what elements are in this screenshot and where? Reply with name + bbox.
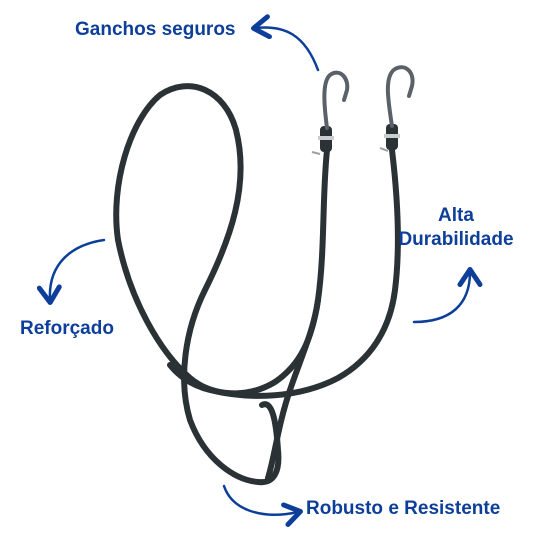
hooks-label: Ganchos seguros (75, 18, 236, 42)
arrow-to-durability (412, 267, 483, 324)
durability-label: Alta Durabilidade (386, 204, 526, 252)
reinforced-label-text: Reforçado (20, 318, 114, 339)
cord-strand-left (113, 83, 330, 486)
cord-strand-right (167, 147, 401, 399)
durability-label-line1: Alta (438, 205, 474, 226)
robust-label-text: Robusto e Resistente (306, 498, 501, 519)
right-hook (385, 65, 415, 128)
cord-strand-cross (265, 297, 321, 481)
elastic-cord (113, 83, 401, 486)
hooks-label-text: Ganchos seguros (75, 19, 236, 40)
durability-label-line2: Durabilidade (398, 228, 514, 250)
cord-clasps (311, 124, 400, 155)
robust-label: Robusto e Resistente (306, 497, 500, 521)
arrow-to-robust (222, 484, 303, 527)
metal-hooks (322, 65, 415, 130)
arrow-to-hooks (251, 14, 320, 72)
reinforced-label: Reforçado (20, 317, 114, 341)
arrow-to-reinforced (36, 238, 106, 305)
left-hook (322, 70, 350, 130)
annotation-arrows (36, 14, 483, 527)
